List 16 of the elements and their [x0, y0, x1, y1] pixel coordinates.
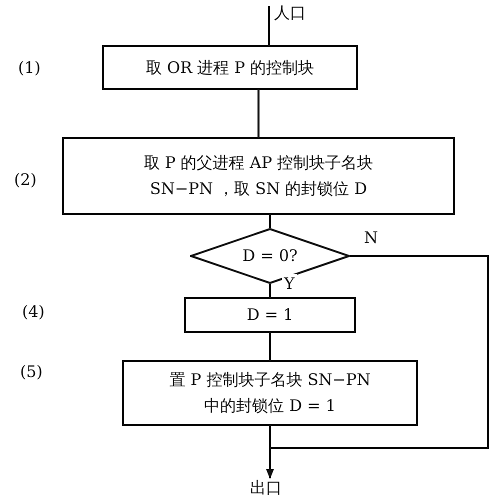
process-box: 置 P 控制块子名块 SN−PN 中的封锁位 D = 1 — [122, 360, 418, 426]
connector-line — [269, 333, 271, 360]
process-box: 取 OR 进程 P 的控制块 — [102, 45, 358, 90]
process-box: 取 P 的父进程 AP 控制块子名块 SN−PN ，取 SN 的封锁位 D — [62, 137, 455, 215]
process-box: D = 1 — [184, 297, 356, 333]
connector-line — [269, 215, 271, 228]
arrow — [266, 255, 489, 479]
step-number: (1) — [18, 58, 41, 77]
connector-line — [258, 90, 260, 137]
connector-line — [268, 6, 270, 45]
exit-label: 出口 — [250, 478, 290, 498]
step-number: (2) — [14, 170, 37, 189]
step-number: (4) — [22, 302, 45, 321]
step-number: (5) — [20, 362, 43, 381]
entry-label: 人口 — [274, 2, 314, 24]
connector-line — [269, 284, 271, 297]
